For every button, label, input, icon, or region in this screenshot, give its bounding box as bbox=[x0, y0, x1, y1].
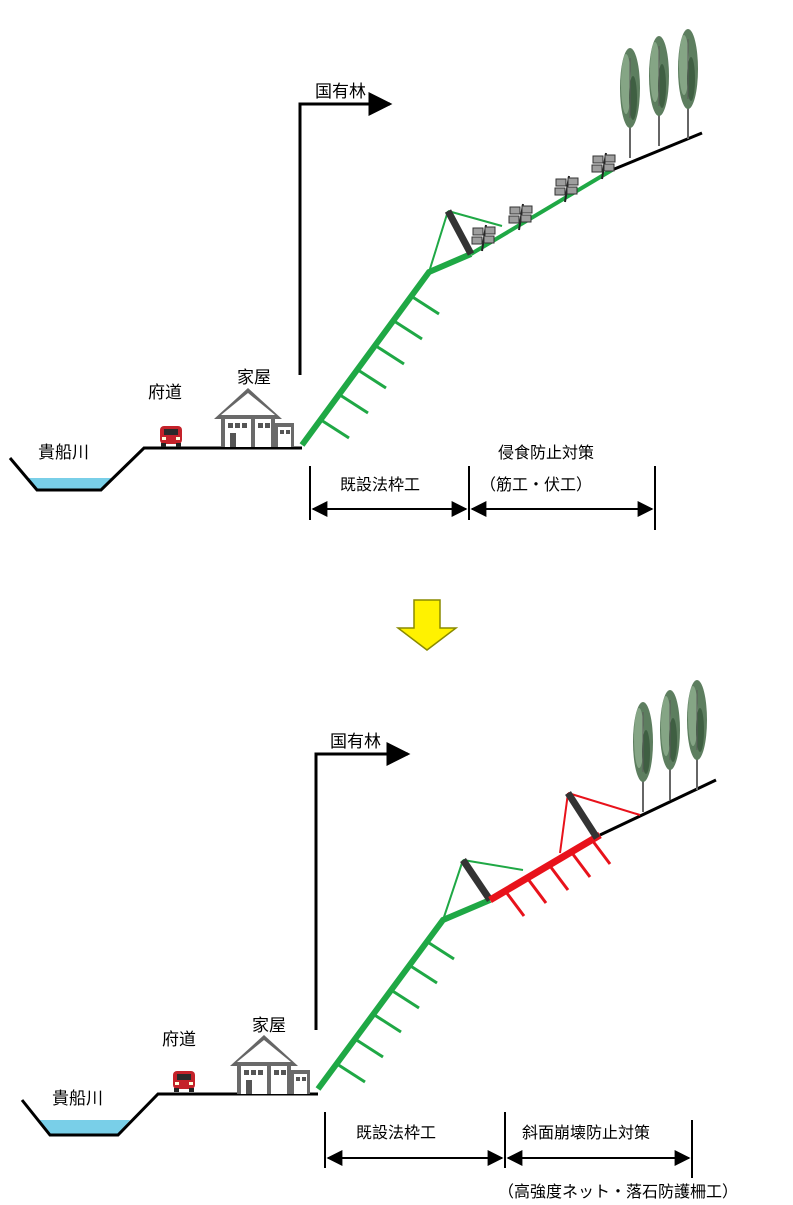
fence-post bbox=[460, 858, 493, 902]
section-new-sub: （高強度ネット・落石防護柵工） bbox=[498, 1182, 738, 1201]
ground-line bbox=[8, 446, 302, 492]
ground-line bbox=[20, 1092, 318, 1137]
section-new-title: 斜面崩壊防止対策 bbox=[522, 1123, 650, 1142]
fence-post bbox=[444, 209, 475, 256]
existing-frame-work bbox=[315, 897, 492, 1091]
house-label: 家屋 bbox=[252, 1016, 286, 1036]
dimension-lines bbox=[324, 1112, 693, 1178]
road-label: 府道 bbox=[148, 383, 182, 403]
section-new-sub: （筋工・伏工） bbox=[480, 475, 592, 494]
road-label: 府道 bbox=[162, 1030, 196, 1050]
tree-icon bbox=[677, 28, 699, 140]
forest-label: 国有林 bbox=[315, 82, 366, 102]
rockfall-fence-post bbox=[565, 791, 600, 840]
tree-icon bbox=[632, 701, 654, 813]
tree-icon bbox=[619, 47, 641, 159]
tree-icon bbox=[686, 679, 708, 791]
section-new-title: 侵食防止対策 bbox=[498, 443, 594, 462]
section-existing-label: 既設法枠工 bbox=[340, 475, 420, 494]
after-diagram: 貴船川 府道 家屋 国有林 既設法枠工 斜面崩壊防止対策 （高強度ネット・落石防… bbox=[20, 679, 738, 1201]
river-label: 貴船川 bbox=[52, 1089, 103, 1109]
erosion-net bbox=[428, 210, 503, 273]
forest-boundary-arrow bbox=[298, 92, 393, 375]
frame-anchors bbox=[336, 939, 455, 1084]
tree-icon bbox=[648, 35, 670, 147]
straw-bundle-icon bbox=[508, 203, 533, 231]
rockfall-fence-net bbox=[559, 792, 641, 854]
dimension-lines bbox=[309, 466, 656, 530]
straw-bundle-icon bbox=[471, 224, 496, 252]
house-label: 家屋 bbox=[237, 368, 271, 388]
arrow-down-icon bbox=[395, 599, 459, 651]
upper-ground bbox=[611, 131, 703, 172]
existing-net bbox=[442, 859, 524, 921]
straw-bundle-icon bbox=[554, 175, 579, 203]
house-icon bbox=[214, 388, 294, 447]
red-anchors bbox=[504, 839, 612, 917]
house-icon bbox=[230, 1035, 310, 1094]
river-water bbox=[26, 478, 113, 490]
forest-boundary-arrow bbox=[314, 742, 411, 1030]
car-icon bbox=[160, 426, 182, 447]
river-label: 貴船川 bbox=[38, 443, 89, 463]
before-diagram: 貴船川 府道 家屋 国有林 既設法枠工 侵食防止対策 （筋工・伏工） bbox=[8, 28, 703, 530]
section-existing-label: 既設法枠工 bbox=[356, 1123, 436, 1142]
tree-icon bbox=[659, 689, 681, 801]
forest-label: 国有林 bbox=[330, 732, 381, 752]
frame-anchors bbox=[320, 294, 440, 440]
existing-frame-work bbox=[299, 251, 473, 447]
car-icon bbox=[173, 1071, 195, 1092]
river-water bbox=[38, 1120, 130, 1135]
straw-bundle-icon bbox=[591, 152, 616, 180]
high-strength-net bbox=[488, 831, 602, 904]
